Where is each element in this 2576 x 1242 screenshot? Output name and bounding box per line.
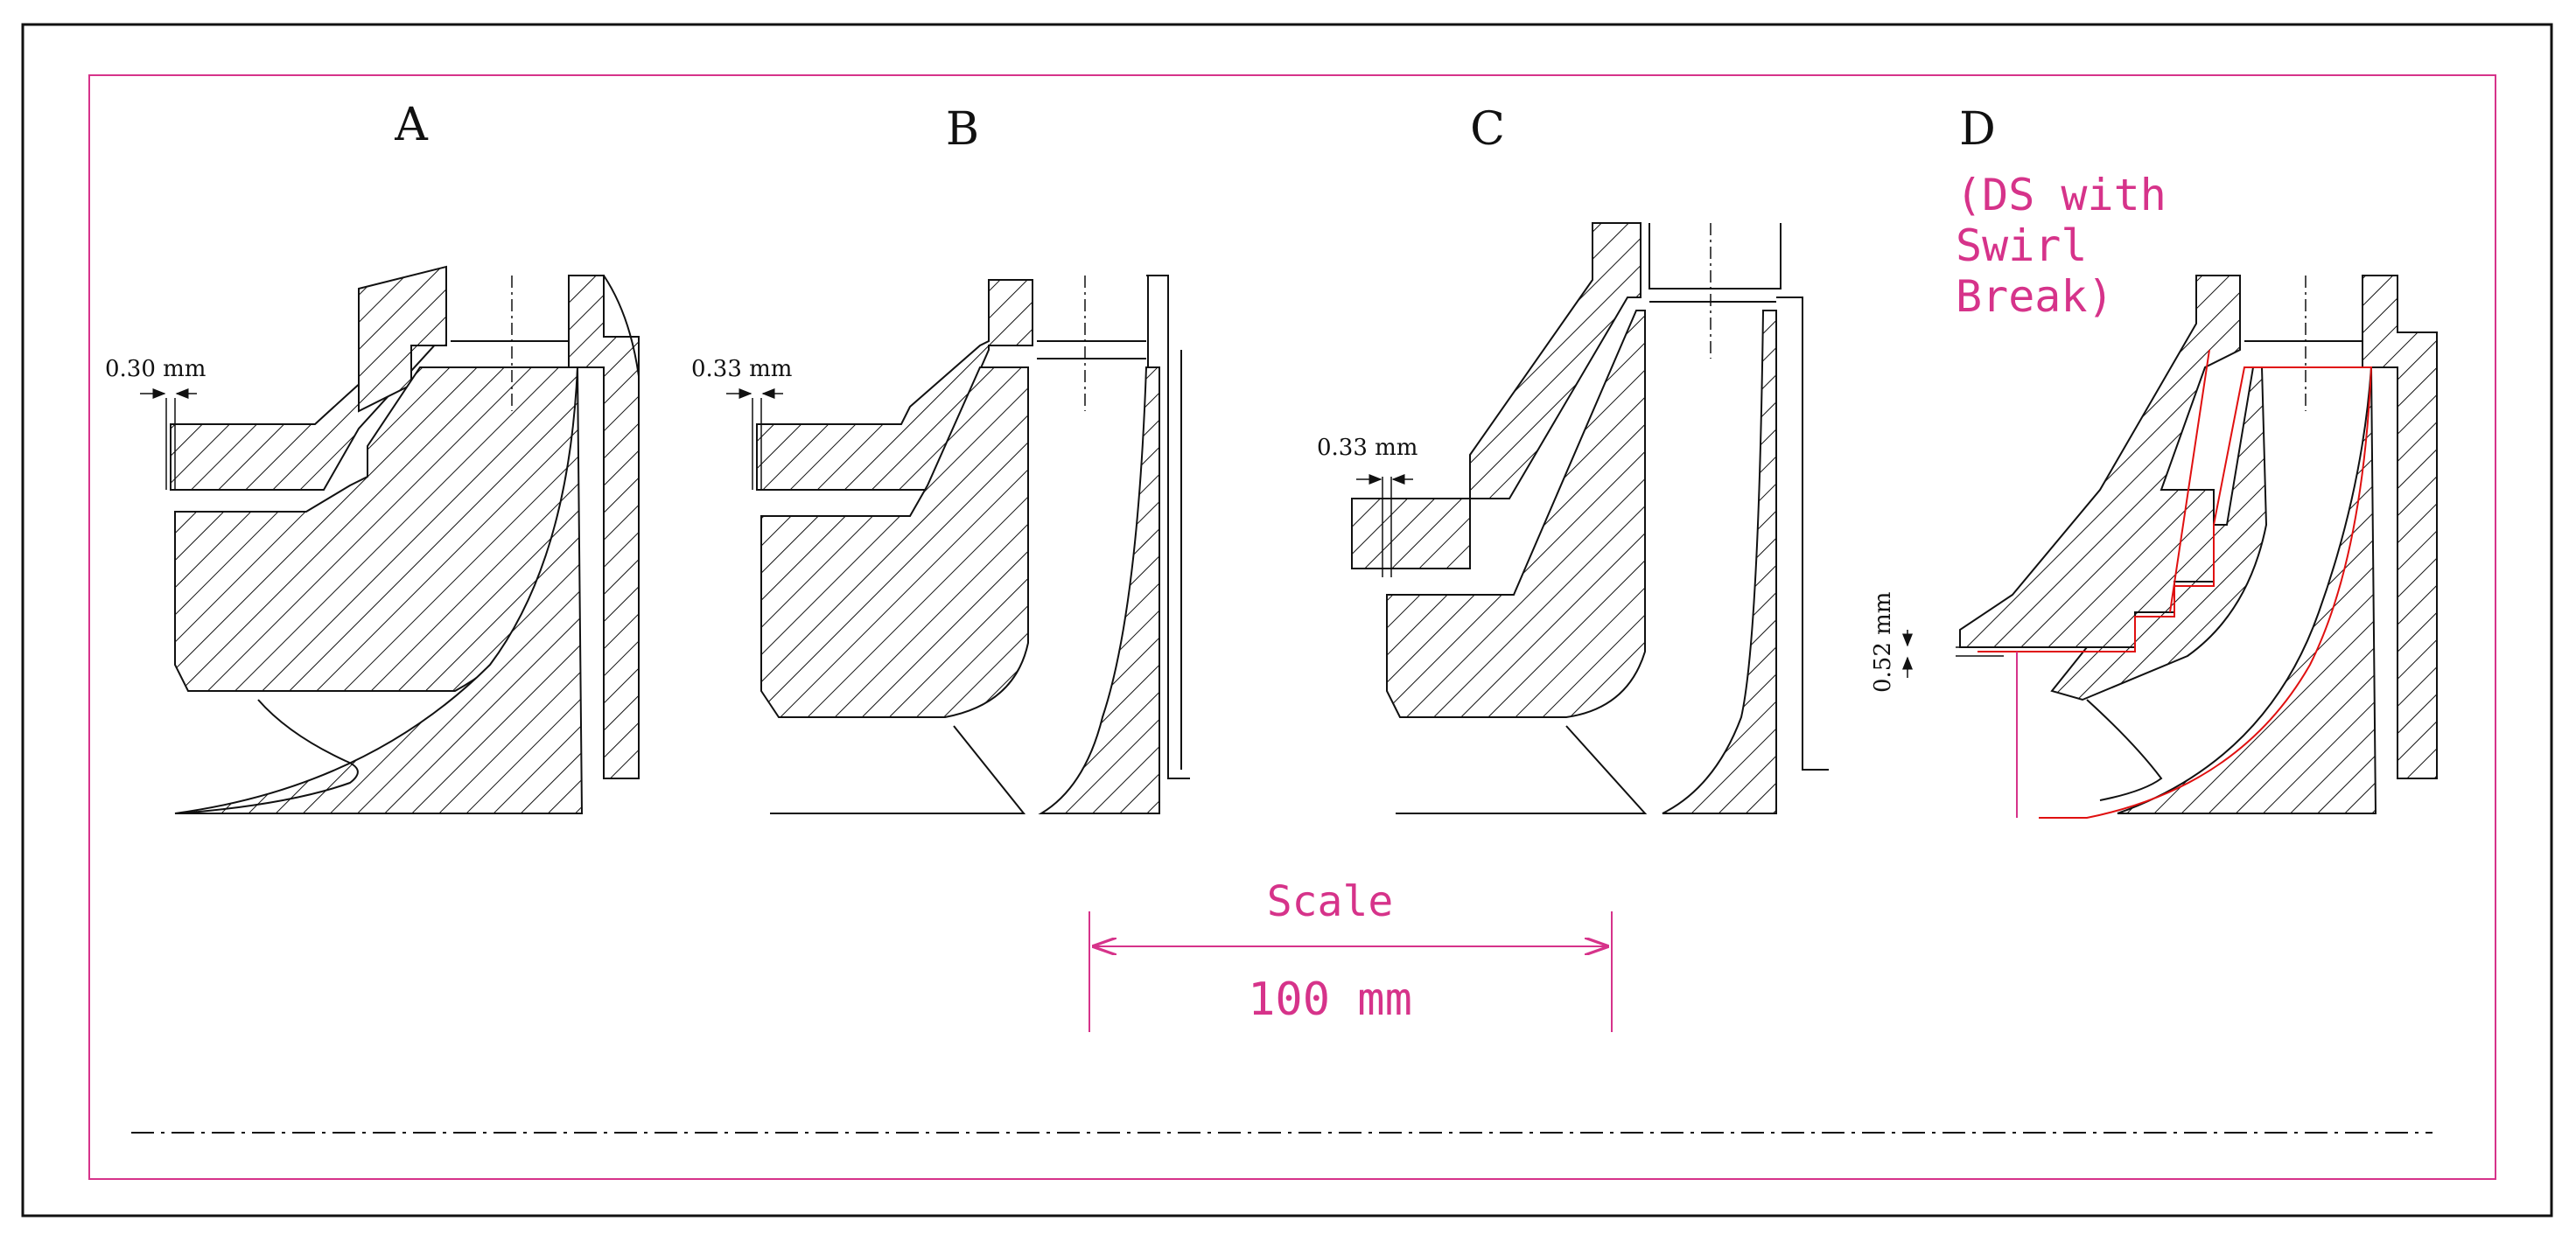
panel-d-swirl-brake-outline — [1978, 366, 2373, 819]
panel-d-outlet — [2117, 366, 2377, 814]
panel-c-wall — [1648, 223, 1829, 771]
panel-b-label: B — [946, 103, 979, 156]
panel-c-outlet — [1662, 310, 1777, 814]
panel-c-label: C — [1470, 103, 1505, 156]
panel-d-note-line-3: Break) — [1956, 271, 2114, 322]
scale-bar: Scale 100 mm — [1088, 877, 1613, 1032]
panel-b-wall — [1146, 275, 1190, 779]
panel-d-impeller — [2050, 366, 2268, 701]
panel-d-gap: 0.52 mm — [1870, 592, 1896, 693]
panel-d-wall — [2362, 275, 2438, 779]
panel-d: D (DS with Swirl Break) 0.52 mm — [1870, 103, 2438, 819]
panel-a-stator — [358, 265, 447, 413]
panel-d-note-line-1: (DS with — [1956, 170, 2166, 220]
panel-c-gap: 0.33 mm — [1317, 435, 1418, 461]
panel-b-gap: 0.33 mm — [691, 356, 792, 382]
panel-b: B 0.33 mm — [691, 103, 1190, 814]
panel-d-label: D — [1959, 103, 1996, 156]
outer-frame — [21, 23, 2553, 1218]
panel-b-impeller — [760, 366, 1029, 718]
scale-value: 100 mm — [1248, 973, 1412, 1026]
panel-a-label: A — [394, 99, 429, 151]
panel-a-wall — [568, 275, 640, 779]
panel-d-note-line-2: Swirl — [1956, 220, 2088, 271]
panel-a-gap: 0.30 mm — [105, 356, 206, 382]
panel-a: A 0.30 mm — [105, 99, 640, 814]
panel-b-outlet — [1038, 366, 1160, 814]
panel-a-outlet — [174, 366, 584, 814]
panel-c: C 0.33 mm — [1317, 103, 1829, 814]
inner-border — [88, 74, 2496, 1180]
panel-c-impeller — [1386, 310, 1646, 718]
scale-title: Scale — [1267, 877, 1394, 926]
panel-c-casing — [1351, 222, 1642, 569]
